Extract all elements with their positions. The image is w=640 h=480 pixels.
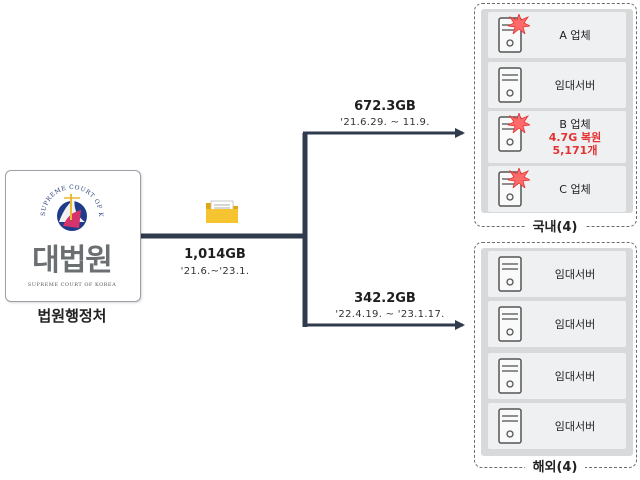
main-flow-size: 1,014GB bbox=[184, 247, 246, 262]
domestic-card-c-label: C 업체 bbox=[559, 182, 591, 196]
source-subtitle: SUPREME COURT OF KOREA bbox=[27, 282, 117, 288]
domestic-flow-size: 672.3GB bbox=[354, 99, 416, 114]
source-box bbox=[5, 170, 141, 302]
domestic-group-title: 국내(4) bbox=[525, 216, 585, 235]
domestic-card-b-restored: 4.7G 복원 bbox=[548, 130, 602, 144]
domestic-card-a-label: A 업체 bbox=[559, 28, 591, 42]
overseas-card-2: 임대서버 bbox=[488, 301, 626, 347]
overseas-card-1: 임대서버 bbox=[488, 251, 626, 297]
domestic-card-a: A 업체 bbox=[488, 12, 626, 58]
overseas-card-1-label: 임대서버 bbox=[554, 267, 596, 281]
burst-icon bbox=[508, 168, 530, 188]
server-icon bbox=[498, 408, 522, 444]
domestic-card-b-count: 5,171개 bbox=[552, 143, 598, 157]
overseas-card-3-label: 임대서버 bbox=[554, 369, 596, 383]
domestic-card-c: C 업체 bbox=[488, 166, 626, 212]
court-emblem: SUPREME COURT OF KOREA bbox=[37, 176, 103, 231]
domestic-card-b: B 업체 4.7G 복원 5,171개 bbox=[488, 111, 626, 163]
overseas-flow-size: 342.2GB bbox=[354, 291, 416, 306]
server-icon bbox=[498, 358, 522, 394]
server-icon bbox=[498, 306, 522, 342]
domestic-card-rental: 임대서버 bbox=[488, 62, 626, 108]
overseas-card-4-label: 임대서버 bbox=[554, 419, 596, 433]
domestic-card-rental-label: 임대서버 bbox=[554, 78, 596, 92]
main-flow-period: '21.6.~'23.1. bbox=[180, 266, 250, 277]
folder-icon bbox=[206, 200, 238, 223]
domestic-card-b-label: B 업체 bbox=[559, 117, 591, 131]
server-icon bbox=[498, 67, 522, 103]
overseas-card-4: 임대서버 bbox=[488, 403, 626, 449]
burst-icon bbox=[508, 113, 530, 133]
server-icon bbox=[498, 256, 522, 292]
source-name: 대법원 bbox=[32, 243, 113, 278]
domestic-flow-period: '21.6.29. ~ 11.9. bbox=[340, 117, 430, 128]
burst-icon bbox=[508, 14, 530, 34]
overseas-group-title: 해외(4) bbox=[525, 456, 585, 475]
overseas-card-2-label: 임대서버 bbox=[554, 317, 596, 331]
overseas-flow-period: '22.4.19. ~ '23.1.17. bbox=[335, 309, 445, 320]
overseas-card-3: 임대서버 bbox=[488, 353, 626, 399]
source-caption: 법원행정처 bbox=[37, 307, 107, 325]
